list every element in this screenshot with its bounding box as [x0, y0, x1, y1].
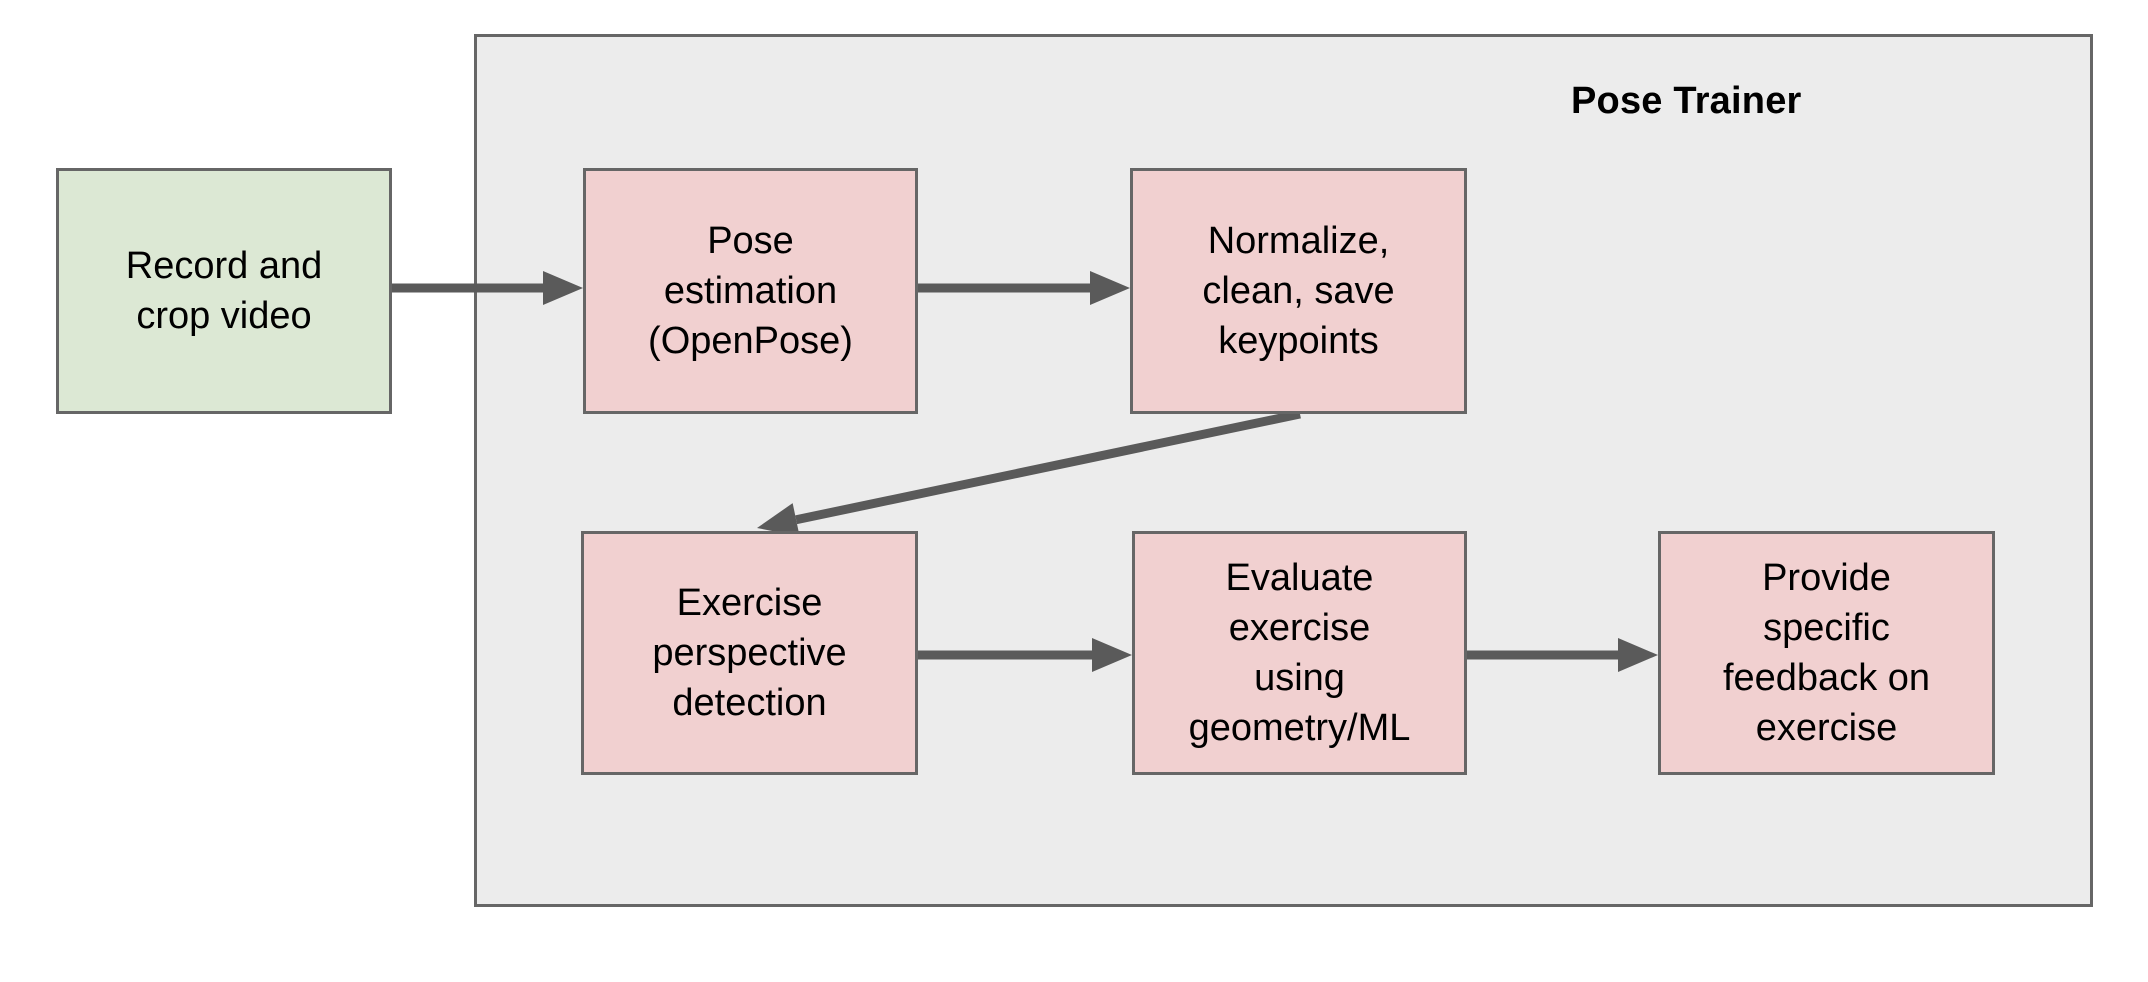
pose-trainer-group-title: Pose Trainer: [1571, 80, 1802, 122]
pose-trainer-group-panel: [474, 34, 2093, 907]
